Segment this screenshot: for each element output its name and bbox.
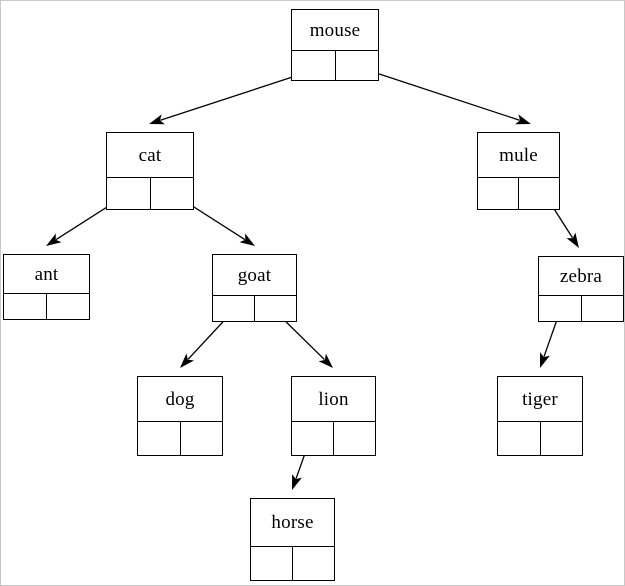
right-pointer-cell-lion[interactable] — [334, 422, 375, 455]
node-pointers-goat — [213, 296, 296, 321]
left-pointer-cell-zebra[interactable] — [539, 296, 582, 321]
right-pointer-cell-goat[interactable] — [255, 296, 296, 321]
left-pointer-cell-cat[interactable] — [107, 178, 151, 209]
node-pointers-zebra — [539, 296, 623, 321]
left-pointer-cell-lion[interactable] — [292, 422, 334, 455]
node-label-tiger: tiger — [498, 377, 582, 422]
node-pointers-ant — [4, 294, 89, 319]
arrow-head-icon — [239, 233, 255, 246]
node-label-goat: goat — [213, 255, 296, 296]
tree-node-mouse[interactable]: mouse — [291, 9, 379, 81]
tree-node-lion[interactable]: lion — [291, 376, 376, 456]
tree-node-goat[interactable]: goat — [212, 254, 297, 322]
left-pointer-cell-mule[interactable] — [478, 178, 519, 209]
arrow-head-icon — [292, 474, 302, 490]
left-pointer-cell-dog[interactable] — [138, 422, 181, 455]
tree-node-zebra[interactable]: zebra — [538, 256, 624, 322]
node-pointers-horse — [251, 547, 334, 580]
left-pointer-cell-mouse[interactable] — [292, 51, 336, 80]
node-label-horse: horse — [251, 499, 334, 547]
arrow-head-icon — [318, 353, 333, 368]
right-pointer-cell-zebra[interactable] — [582, 296, 624, 321]
node-label-zebra: zebra — [539, 257, 623, 296]
node-pointers-mouse — [292, 51, 378, 80]
right-pointer-cell-cat[interactable] — [151, 178, 194, 209]
node-label-dog: dog — [138, 377, 222, 422]
node-label-mule: mule — [478, 133, 559, 178]
tree-node-ant[interactable]: ant — [3, 254, 90, 320]
tree-node-mule[interactable]: mule — [477, 132, 560, 210]
node-label-lion: lion — [292, 377, 375, 422]
tree-node-tiger[interactable]: tiger — [497, 376, 583, 456]
node-pointers-tiger — [498, 422, 582, 455]
right-pointer-cell-ant[interactable] — [47, 294, 89, 319]
right-pointer-cell-horse[interactable] — [293, 547, 334, 580]
edge-zebra-to-tiger — [540, 313, 560, 368]
right-pointer-cell-dog[interactable] — [181, 422, 223, 455]
left-pointer-cell-horse[interactable] — [251, 547, 293, 580]
arrow-head-icon — [149, 114, 165, 125]
edge-mouse-to-mule — [357, 66, 531, 125]
arrow-head-icon — [515, 114, 531, 125]
left-pointer-cell-ant[interactable] — [4, 294, 47, 319]
tree-node-dog[interactable]: dog — [137, 376, 223, 456]
arrow-head-icon — [46, 233, 62, 246]
right-pointer-cell-mouse[interactable] — [336, 51, 379, 80]
node-label-ant: ant — [4, 255, 89, 294]
left-pointer-cell-goat[interactable] — [213, 296, 255, 321]
node-pointers-cat — [107, 178, 193, 209]
right-pointer-cell-tiger[interactable] — [541, 422, 583, 455]
arrow-head-icon — [566, 232, 579, 248]
node-label-mouse: mouse — [292, 10, 378, 51]
node-pointers-lion — [292, 422, 375, 455]
tree-node-horse[interactable]: horse — [250, 498, 335, 581]
edge-line — [357, 66, 520, 121]
arrow-head-icon — [180, 353, 195, 368]
left-pointer-cell-tiger[interactable] — [498, 422, 541, 455]
node-pointers-dog — [138, 422, 222, 455]
tree-node-cat[interactable]: cat — [106, 132, 194, 210]
node-label-cat: cat — [107, 133, 193, 178]
node-pointers-mule — [478, 178, 559, 209]
arrow-head-icon — [540, 352, 550, 368]
right-pointer-cell-mule[interactable] — [519, 178, 559, 209]
